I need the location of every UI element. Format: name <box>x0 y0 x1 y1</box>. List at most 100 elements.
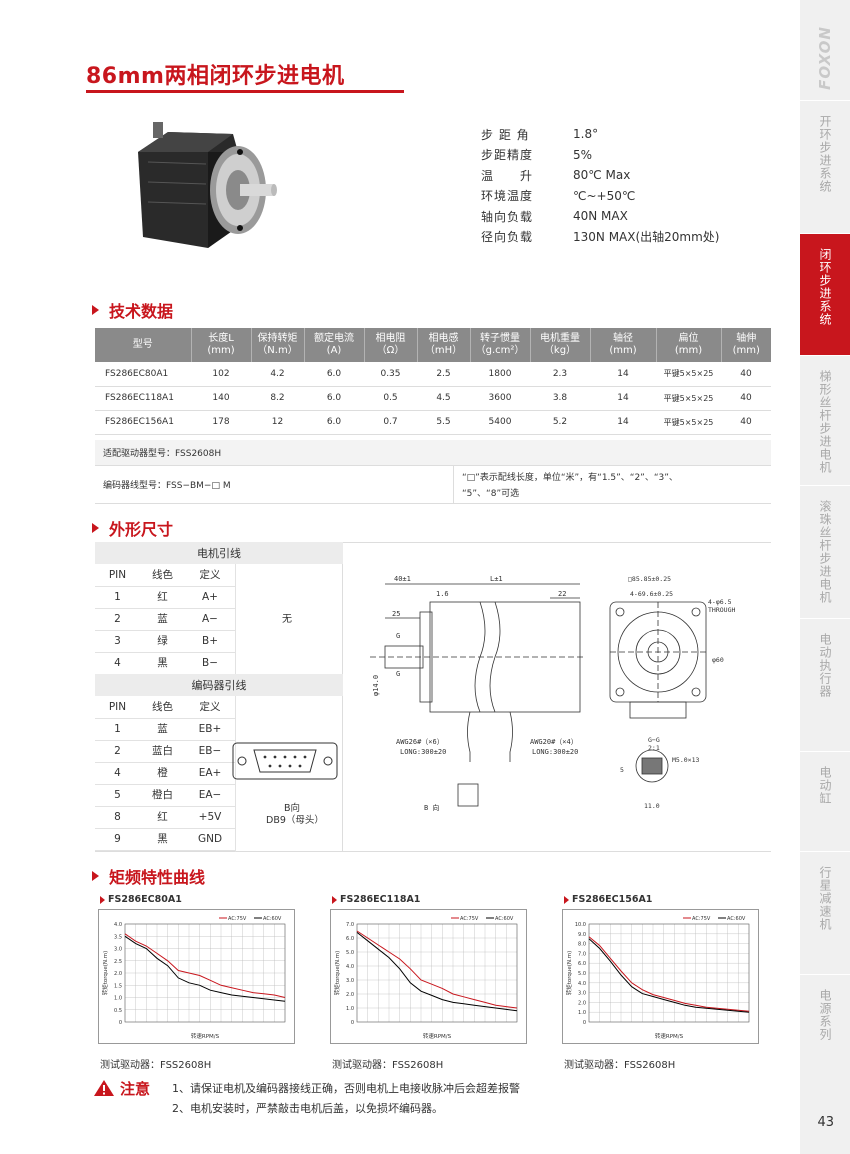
svg-text:AWG26#（×6）: AWG26#（×6） <box>396 738 444 746</box>
y-tick-label: 1.0 <box>114 996 122 1002</box>
motor-wire-divider <box>235 564 236 674</box>
th-weight: 电机重量（kg） <box>529 328 590 362</box>
rail-item-actuator[interactable]: 电动执行器 <box>800 618 850 751</box>
legend-label: AC:60V <box>495 916 514 922</box>
triangle-icon <box>92 871 99 881</box>
rail-item-cylinder[interactable]: 电动缸 <box>800 751 850 851</box>
series-line <box>588 936 750 1012</box>
rail-item-power[interactable]: 电源系列 <box>800 974 850 1099</box>
svg-text:1.6: 1.6 <box>436 590 449 598</box>
svg-text:25: 25 <box>392 610 400 618</box>
th-length: 长度L(mm) <box>190 328 251 362</box>
rail-item-trapezoid-screw[interactable]: 梯形丝杆步进电机 <box>800 355 850 485</box>
svg-text:40±1: 40±1 <box>394 575 411 583</box>
svg-text:φ60: φ60 <box>712 656 724 664</box>
series-line <box>124 933 286 998</box>
y-tick-label: 0 <box>583 1020 586 1026</box>
motor-image <box>138 122 277 248</box>
y-tick-label: 2.5 <box>114 959 122 965</box>
chart-driver-note-3: 测试驱动器：FSS2608H <box>564 1060 676 1071</box>
svg-text:2:1: 2:1 <box>648 744 660 752</box>
y-tick-label: 3.0 <box>578 991 586 997</box>
triangle-icon <box>100 895 105 904</box>
th-flat: 扁位(mm) <box>655 328 721 362</box>
legend-label: AC:75V <box>460 916 479 922</box>
y-tick-label: 6.0 <box>578 961 586 967</box>
y-tick-label: 5.0 <box>346 950 354 956</box>
rail-item-ball-screw[interactable]: 滚珠丝杆步进电机 <box>800 485 850 618</box>
driver-model-note: 适配驱动器型号：FSS2608H <box>95 440 771 466</box>
svg-text:φ14.0: φ14.0 <box>372 675 380 696</box>
th-torque: 保持转矩（N.m） <box>250 328 304 362</box>
y-tick-label: 2.0 <box>114 971 122 977</box>
rail-item-reducer[interactable]: 行星减速机 <box>800 851 850 974</box>
cable-length-note-2: “5”、“8”可选 <box>462 489 520 499</box>
svg-text:G−G: G−G <box>648 736 660 744</box>
spec-row: 环境温度℃~+50℃ <box>481 188 636 204</box>
x-axis-label: 转速RPM/S <box>655 1032 684 1040</box>
y-tick-label: 1.0 <box>578 1010 586 1016</box>
warning-line-1: 1、请保证电机及编码器接线正确，否则电机上电接收脉冲后会超差报警 <box>172 1082 520 1095</box>
svg-text:G: G <box>396 670 400 678</box>
db9-label-b: B向 <box>284 803 301 814</box>
plot-area <box>588 923 750 1023</box>
legend-label: AC:75V <box>228 916 247 922</box>
section-tech-heading: 技术数据 <box>92 298 173 322</box>
y-axis-label: 转矩torque(N.m) <box>101 951 109 996</box>
plot-area <box>356 923 518 1023</box>
page-title: 86mm两相闭环步进电机 <box>86 64 345 89</box>
title-rule <box>86 90 404 93</box>
rail-item-open-loop[interactable]: 开环步进系统 <box>800 100 850 233</box>
svg-text:4-φ6.5: 4-φ6.5 <box>708 598 732 606</box>
svg-text:5: 5 <box>620 766 624 774</box>
chart-label-1: FS286EC80A1 <box>100 894 182 905</box>
chart-driver-note-1: 测试驱动器：FSS2608H <box>100 1060 212 1071</box>
legend-label: AC:60V <box>727 916 746 922</box>
y-axis-label: 转矩torque(N.m) <box>565 951 573 996</box>
warning-title: 注意 <box>120 1080 151 1098</box>
tech-table: 型号 长度L(mm) 保持转矩（N.m） 额定电流(A) 相电阻（Ω） 相电感（… <box>95 328 771 435</box>
th-model: 型号 <box>95 328 191 362</box>
triangle-icon <box>332 895 337 904</box>
y-tick-label: 9.0 <box>578 932 586 938</box>
series-line <box>588 938 750 1013</box>
db9-label: DB9（母头） <box>266 815 324 826</box>
warning-icon <box>94 1080 114 1096</box>
th-inductance: 相电感（mH） <box>416 328 470 362</box>
y-tick-label: 10.0 <box>575 922 586 928</box>
x-axis-label: 转速RPM/S <box>423 1032 452 1040</box>
motor-front-drawing: □85.85±0.25 4-69.6±0.25 4-φ6.5 THROUGH φ… <box>609 575 735 810</box>
x-axis-label: 转速RPM/S <box>191 1032 220 1040</box>
y-tick-label: 0 <box>119 1020 122 1026</box>
encoder-cable-row: 编码器线型号：FSS−BM−□ M “□”表示配线长度，单位“米”，有“1.5”… <box>95 465 771 504</box>
series-line <box>124 935 286 1002</box>
cable-length-note-1: “□”表示配线长度，单位“米”，有“1.5”、“2”、“3”、 <box>462 473 678 483</box>
y-tick-label: 3.0 <box>114 947 122 953</box>
svg-text:4-69.6±0.25: 4-69.6±0.25 <box>630 590 673 598</box>
outline-frame <box>95 542 771 852</box>
rail-item-closed-loop[interactable]: 闭环步进系统 <box>800 233 850 355</box>
y-tick-label: 3.5 <box>114 934 122 940</box>
legend-label: AC:60V <box>263 916 282 922</box>
db9-connector-icon <box>232 742 338 780</box>
motor-wire-note: 无 <box>282 614 292 625</box>
series-line <box>356 932 518 1012</box>
th-shaft: 轴径(mm) <box>589 328 656 362</box>
svg-text:B 向: B 向 <box>424 803 439 812</box>
